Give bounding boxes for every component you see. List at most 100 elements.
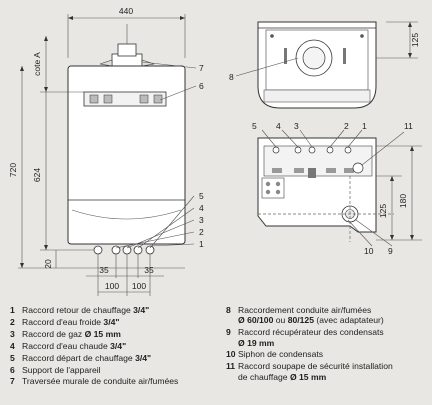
valve-2: [326, 168, 336, 173]
pipe-3: [122, 245, 132, 255]
legend-label: Raccord d'eau chaude: [22, 340, 111, 351]
boiler-body: [67, 65, 186, 245]
legend-text: Raccordement conduite air/fumées Ø 60/10…: [238, 305, 384, 326]
relief-valve: [352, 162, 364, 174]
conn-2: [326, 146, 334, 154]
legend-label: Raccord d'eau froide: [22, 316, 104, 327]
top-view: 125 8: [229, 21, 420, 109]
pipe-5: [145, 245, 155, 255]
pipe-1: [93, 245, 103, 255]
conn-1: [344, 146, 352, 154]
legend-num: 3: [10, 328, 15, 339]
boiler-front-curve: [71, 209, 182, 220]
flue-inner-circle: [302, 46, 326, 70]
arrow-125t-b: [408, 53, 412, 58]
legend-label: Raccord récupérateur des condensats: [238, 327, 384, 338]
leader-8: [235, 57, 299, 77]
leader-b11: [361, 131, 405, 166]
legend-spec: 80/125: [287, 315, 314, 326]
callout-3: 3: [199, 215, 204, 225]
dim-cote-a: cote A: [32, 52, 42, 76]
legend-label: Raccord soupape de sécurité installation: [238, 361, 393, 372]
cable-gland-2: [275, 181, 281, 187]
legend-label: Siphon de condensats: [238, 349, 324, 360]
callout-8: 8: [229, 72, 234, 82]
screw-2: [360, 34, 364, 38]
bracket-hole-2: [103, 94, 113, 104]
callout-b1: 1: [362, 121, 367, 131]
flue-bracket-left: [99, 59, 113, 67]
legend-num: 2: [10, 316, 15, 327]
legend-text: Traversée murale de conduite air/fumées: [22, 376, 178, 386]
bracket-hole-4: [153, 94, 163, 104]
conn-3: [308, 146, 316, 154]
leader-b10: [347, 219, 373, 247]
legend-text: Raccord de gaz Ø 15 mm: [22, 329, 121, 339]
arrow-125t-a: [408, 22, 412, 27]
legend-item-5: 5 Raccord départ de chauffage 3/4": [10, 353, 220, 363]
legend-spec: Ø 15 mm: [289, 371, 327, 382]
dim-20: 20: [43, 259, 53, 269]
bottom-view: 5 4 3 2 1 11 10 9 125 180: [252, 121, 422, 256]
cable-gland-1: [265, 181, 271, 187]
leader-b1: [347, 129, 363, 148]
callout-5: 5: [199, 191, 204, 201]
legend-item-9: 9 Raccord récupérateur des condensats Ø …: [226, 327, 430, 348]
leader-6: [159, 85, 197, 101]
leader-b3: [299, 129, 313, 148]
legend-item-1: 1 Raccord retour de chauffage 3/4": [10, 305, 220, 315]
callout-b11: 11: [404, 121, 413, 131]
dim-125-bottom: 125: [378, 204, 388, 218]
legend-item-4: 4 Raccord d'eau chaude 3/4": [10, 341, 220, 351]
callout-b2: 2: [344, 121, 349, 131]
slot-right: [343, 48, 346, 64]
callout-b4: 4: [276, 121, 281, 131]
legend-label: de chauffage: [238, 371, 290, 382]
pipe-4: [133, 245, 143, 255]
legend-num: 7: [10, 376, 15, 387]
legend-item-3: 3 Raccord de gaz Ø 15 mm: [10, 329, 220, 339]
legend-line2: de chauffage Ø 15 mm: [238, 372, 393, 382]
legend-spec: Ø 15 mm: [84, 328, 121, 339]
callout-b3: 3: [294, 121, 299, 131]
conn-5: [272, 146, 280, 154]
leader-1: [149, 243, 195, 247]
valve-4: [294, 168, 304, 173]
dim-35-right: 35: [144, 265, 154, 275]
leader-b4: [281, 129, 299, 148]
legend-item-8: 8 Raccordement conduite air/fumées Ø 60/…: [226, 305, 430, 326]
arrow-624-bottom: [44, 245, 48, 250]
callout-4: 4: [199, 203, 204, 213]
cable-gland-4: [275, 189, 281, 195]
valve-1: [344, 168, 354, 173]
dim-624: 624: [32, 168, 42, 182]
legend-label: Raccord départ de chauffage: [22, 352, 136, 363]
leader-b2: [329, 129, 345, 148]
dim-35-left: 35: [99, 265, 109, 275]
arrow-right: [180, 16, 185, 20]
leader-2: [115, 231, 195, 249]
callout-b10: 10: [364, 246, 374, 256]
arrow-720-top: [20, 66, 24, 71]
legend-label: Traversée murale de conduite air/fumées: [22, 376, 179, 387]
legend-num: 1: [10, 305, 15, 315]
leader-b5: [261, 129, 277, 148]
legend-label: (avec adaptateur): [314, 315, 384, 326]
legend-text: Raccord d'eau chaude 3/4": [22, 341, 126, 351]
arrow-cote-bottom: [44, 87, 48, 92]
callout-6: 6: [199, 81, 204, 91]
arrow-125b-b: [390, 235, 394, 240]
legend-label: Raccordement conduite air/fumées: [238, 305, 372, 315]
callout-2: 2: [199, 227, 204, 237]
callout-1: 1: [199, 239, 204, 249]
legend-spec: 3/4": [103, 316, 120, 327]
technical-drawing: 440 720 cote A 624: [8, 6, 422, 296]
arrow-180-b: [410, 235, 414, 240]
leader-b9: [355, 219, 393, 247]
legend-text: Support de l'appareil: [22, 365, 101, 375]
legend-spec: 3/4": [135, 352, 152, 363]
conn-4: [294, 146, 302, 154]
front-view: 440 720 cote A 624: [8, 6, 204, 296]
callout-b9: 9: [388, 246, 393, 256]
leader-7: [141, 61, 197, 69]
